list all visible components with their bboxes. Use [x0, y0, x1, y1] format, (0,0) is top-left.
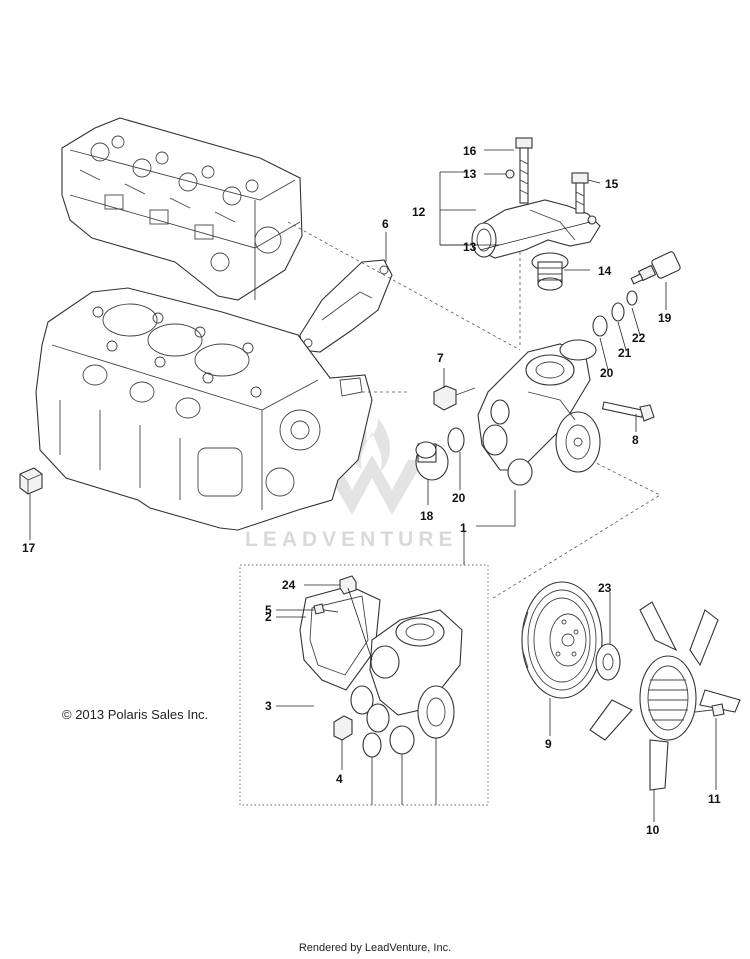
- callout-21: 21: [618, 346, 632, 360]
- callout-18: 18: [420, 509, 434, 523]
- fan-10: [589, 601, 741, 791]
- cylinder-block: [35, 287, 373, 531]
- spacer-23: [595, 643, 621, 681]
- water-pump-1: [477, 339, 601, 486]
- callout-7: 7: [437, 351, 444, 365]
- callout-3: 3: [265, 699, 272, 713]
- callout-20-lower: 20: [452, 491, 466, 505]
- callout-9: 9: [545, 737, 552, 751]
- callout-6: 6: [382, 217, 389, 231]
- callout-2: 2: [265, 610, 272, 624]
- drain-plug-17: [19, 467, 43, 495]
- bolt-11: [694, 703, 725, 717]
- bolt-8: [601, 401, 655, 422]
- callout-19: 19: [658, 311, 672, 325]
- copyright-notice: © 2013 Polaris Sales Inc.: [62, 707, 209, 722]
- watermark-text: LEADVENTURE: [245, 528, 458, 551]
- render-credit: Rendered by LeadVenture, Inc.: [298, 942, 452, 954]
- callout-13-top: 13: [463, 167, 477, 181]
- bolt-15: [571, 172, 589, 214]
- callout-13-bottom: 13: [463, 240, 477, 254]
- washer-22: [626, 290, 638, 306]
- nut-13-upper: [505, 169, 515, 179]
- callout-14: 14: [598, 264, 612, 278]
- gasket-6: [299, 259, 393, 353]
- callout-17: 17: [22, 541, 36, 555]
- washer-20-lower: [447, 427, 465, 453]
- washer-21: [611, 302, 625, 322]
- callout-10: 10: [646, 823, 660, 837]
- plug-24: [339, 575, 357, 595]
- callout-1: 1: [460, 521, 467, 535]
- callout-22: 22: [632, 331, 646, 345]
- bolt-7: [433, 385, 476, 411]
- callout-5: 5: [265, 603, 272, 617]
- relation-line-head: [287, 221, 521, 351]
- bolt-16: [515, 137, 533, 204]
- nut-13-lower: [587, 215, 597, 225]
- callout-8: 8: [632, 433, 639, 447]
- callout-11: 11: [708, 792, 721, 806]
- pulley-9: [521, 581, 603, 699]
- plug-18: [415, 441, 449, 481]
- callout-16: 16: [463, 144, 477, 158]
- assembly-detail-box: [239, 564, 489, 806]
- bolt-5: [313, 603, 339, 615]
- callout-4: 4: [336, 772, 343, 786]
- callout-24: 24: [282, 578, 296, 592]
- callout-15: 15: [605, 177, 619, 191]
- plug-4: [333, 715, 353, 741]
- callout-23: 23: [598, 581, 612, 595]
- o-ring-inner: [362, 732, 382, 758]
- callout-12: 12: [412, 205, 426, 219]
- washer-20-upper: [592, 315, 608, 337]
- cylinder-head: [61, 117, 303, 301]
- temperature-sensor-19: [630, 251, 681, 285]
- thermostat-14: [531, 252, 569, 291]
- callout-20-upper: 20: [600, 366, 614, 380]
